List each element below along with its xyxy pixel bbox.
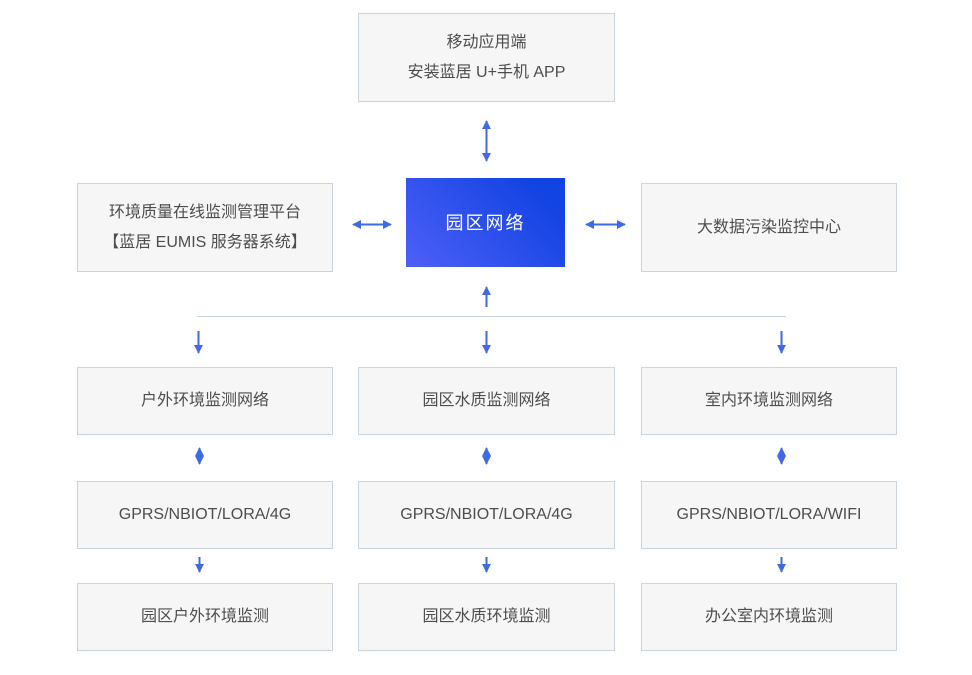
node-indoor-endpoint-label: 办公室内环境监测	[704, 608, 833, 625]
node-indoor-network: 室内环境监测网络	[641, 367, 897, 435]
node-park-network: 园区网络	[406, 178, 565, 267]
node-water-transport: GPRS/NBIOT/LORA/4G	[358, 481, 615, 549]
node-monitoring-center-label: 大数据污染监控中心	[696, 218, 841, 236]
node-platform: 环境质量在线监测管理平台 【蓝居 EUMIS 服务器系统】	[77, 183, 333, 272]
node-outdoor-network-label: 户外环境监测网络	[140, 392, 269, 409]
node-indoor-transport-label: GPRS/NBIOT/LORA/WIFI	[676, 506, 862, 523]
node-outdoor-network: 户外环境监测网络	[77, 367, 333, 435]
node-park-network-label: 园区网络	[445, 212, 526, 233]
node-water-network: 园区水质监测网络	[358, 367, 615, 435]
node-water-network-label: 园区水质监测网络	[422, 392, 551, 409]
node-water-endpoint: 园区水质环境监测	[358, 583, 615, 651]
node-mobile-app-line2: 安装蓝居 U+手机 APP	[407, 63, 566, 81]
node-outdoor-transport: GPRS/NBIOT/LORA/4G	[77, 481, 333, 549]
node-water-transport-label: GPRS/NBIOT/LORA/4G	[400, 506, 573, 523]
node-indoor-network-label: 室内环境监测网络	[704, 392, 833, 409]
node-outdoor-transport-label: GPRS/NBIOT/LORA/4G	[118, 506, 292, 523]
node-mobile-app-line1: 移动应用端	[446, 33, 527, 51]
node-mobile-app: 移动应用端 安装蓝居 U+手机 APP	[358, 13, 615, 102]
node-outdoor-endpoint: 园区户外环境监测	[77, 583, 333, 651]
node-platform-line1: 环境质量在线监测管理平台	[108, 203, 301, 221]
node-platform-line2: 【蓝居 EUMIS 服务器系统】	[103, 233, 307, 251]
node-monitoring-center: 大数据污染监控中心	[641, 183, 897, 272]
node-indoor-endpoint: 办公室内环境监测	[641, 583, 897, 651]
node-outdoor-endpoint-label: 园区户外环境监测	[140, 608, 269, 625]
node-water-endpoint-label: 园区水质环境监测	[422, 608, 551, 625]
node-indoor-transport: GPRS/NBIOT/LORA/WIFI	[641, 481, 897, 549]
